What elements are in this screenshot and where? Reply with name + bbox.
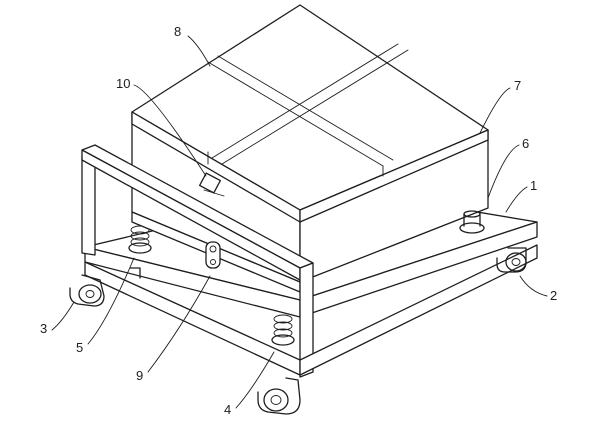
caster-front-right [257, 377, 301, 415]
callout-1: 1 [530, 178, 537, 193]
callout-9: 9 [136, 368, 143, 383]
caster-front-left [69, 274, 105, 307]
spring-support-front-right [271, 314, 295, 346]
callout-4: 4 [224, 402, 231, 417]
callout-8: 8 [174, 24, 181, 39]
caster-rear-right [496, 247, 527, 273]
callout-5: 5 [76, 340, 83, 355]
latch [199, 172, 225, 197]
callout-7: 7 [514, 78, 521, 93]
push-handle [81, 144, 538, 378]
callout-labels: 1 2 3 4 5 6 7 8 9 10 [40, 24, 557, 417]
callout-6: 6 [522, 136, 529, 151]
lock-button [205, 241, 221, 269]
storage-box [131, 4, 489, 283]
callout-3: 3 [40, 321, 47, 336]
leader-lines [51, 35, 548, 409]
callout-10: 10 [116, 76, 130, 91]
spring-support-rear-right [459, 210, 485, 234]
spring-support-front-left [128, 225, 152, 254]
callout-2: 2 [550, 288, 557, 303]
caster-rear-left [129, 267, 141, 279]
